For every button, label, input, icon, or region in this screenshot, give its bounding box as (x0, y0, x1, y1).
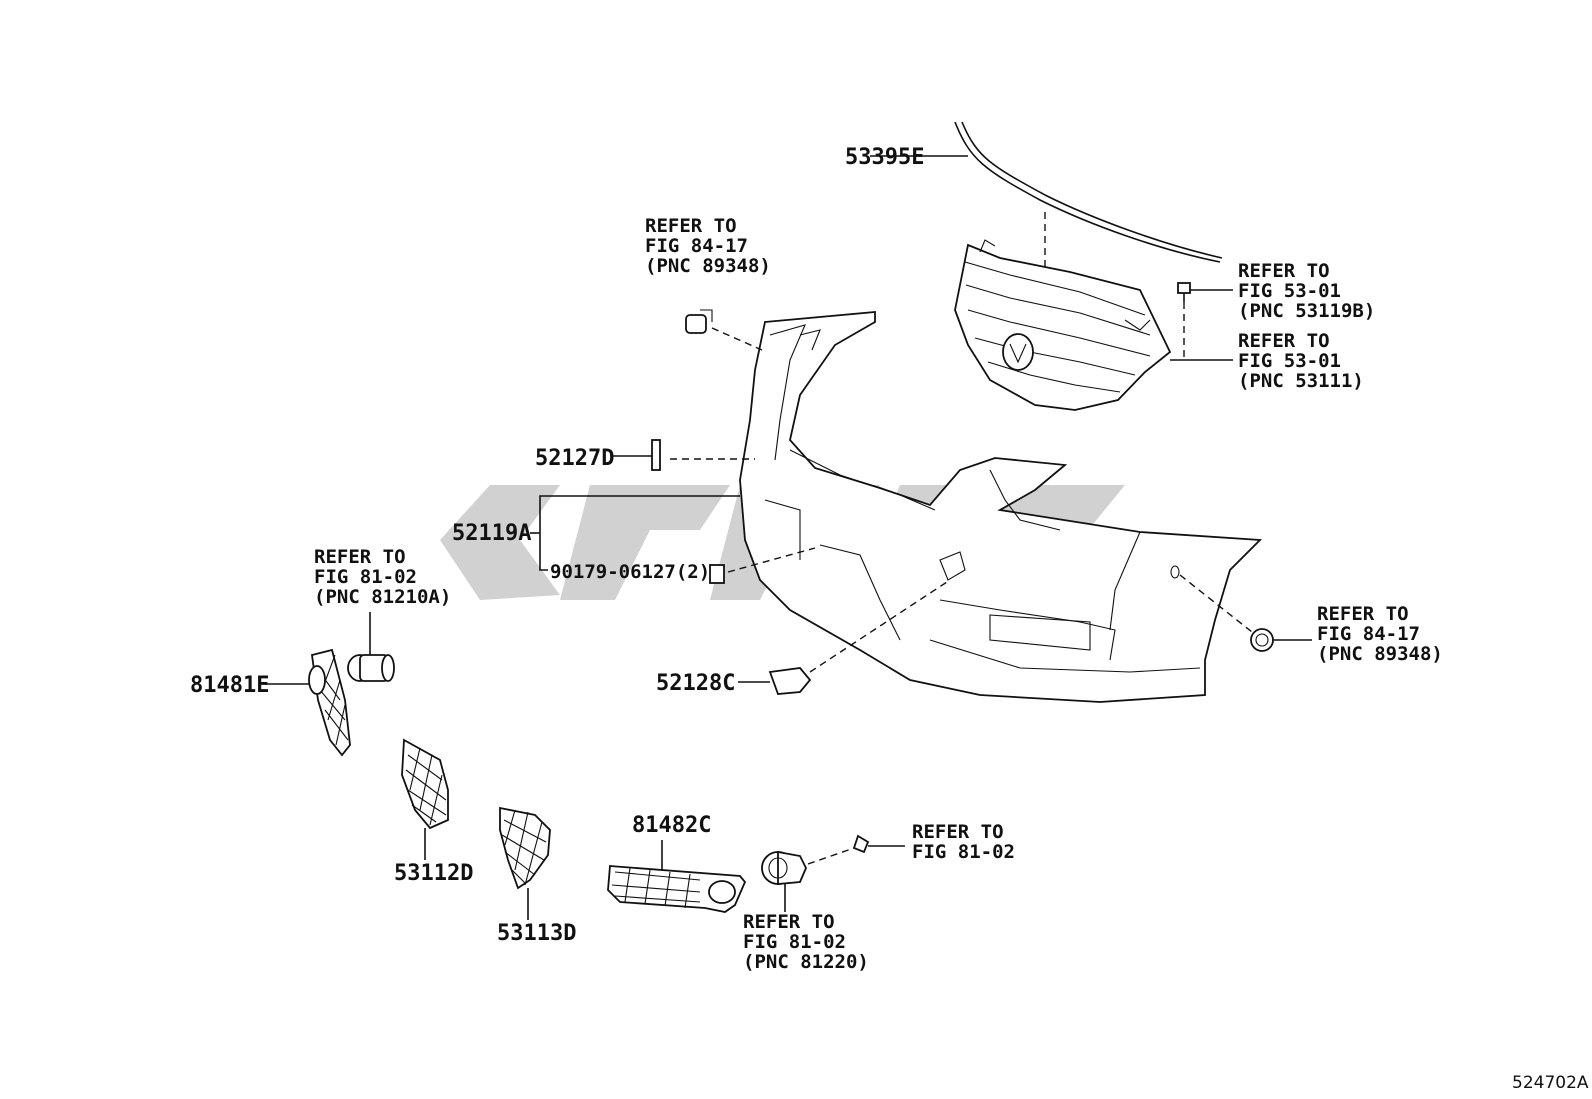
svg-text:FIG 53-01: FIG 53-01 (1238, 350, 1341, 372)
refer-fig-81-02-bolt: REFER TO FIG 81-02 (912, 821, 1015, 863)
refer-fig-53-01-grille: REFER TO FIG 53-01 (PNC 53111) (1238, 330, 1364, 392)
svg-text:(PNC 89348): (PNC 89348) (645, 255, 771, 277)
radiator-grille (954, 239, 1172, 411)
svg-text:(PNC 81210A): (PNC 81210A) (314, 586, 451, 608)
refer-fig-81-02-bottom: REFER TO FIG 81-02 (PNC 81220) (743, 911, 869, 973)
svg-text:FIG 84-17: FIG 84-17 (645, 235, 748, 257)
fog-lamp-bracket-81481e (265, 648, 351, 757)
callout-bracket-52119a (530, 495, 740, 571)
fog-lamp-socket (347, 654, 395, 682)
svg-text:FIG 81-02: FIG 81-02 (743, 931, 846, 953)
svg-text:REFER TO: REFER TO (912, 821, 1004, 843)
callout-90179-06127: 90179-06127(2) (550, 561, 710, 583)
callout-52119a: 52119A (452, 521, 531, 546)
bumper-side-bracket (685, 309, 713, 334)
fog-lamp-unit (761, 850, 807, 912)
figure-id: 524702A (1512, 1073, 1589, 1093)
lower-grille-53112d (401, 738, 449, 860)
towing-hook-cover-52128c (738, 667, 812, 695)
callout-53112d: 53112D (394, 861, 473, 886)
callout-81482c: 81482C (632, 813, 711, 838)
svg-text:FIG 81-02: FIG 81-02 (314, 566, 417, 588)
fog-lamp-cover-81482c (607, 840, 747, 913)
callout-81481e: 81481E (190, 673, 269, 698)
svg-text:FIG 53-01: FIG 53-01 (1238, 280, 1341, 302)
svg-text:REFER TO: REFER TO (314, 546, 406, 568)
svg-text:REFER TO: REFER TO (1238, 330, 1330, 352)
svg-text:FIG 84-17: FIG 84-17 (1317, 623, 1420, 645)
refer-fig-84-17-top: REFER TO FIG 84-17 (PNC 89348) (645, 215, 771, 277)
callout-52128c: 52128C (656, 671, 735, 696)
grille-screw (1177, 282, 1233, 302)
svg-text:REFER TO: REFER TO (1238, 260, 1330, 282)
svg-text:(PNC 53119B): (PNC 53119B) (1238, 300, 1375, 322)
callout-53113d: 53113D (497, 921, 576, 946)
svg-text:REFER TO: REFER TO (645, 215, 737, 237)
callout-53395e: 53395E (845, 145, 924, 170)
fog-lamp-bolt (852, 834, 905, 854)
lower-grille-53113d (499, 806, 551, 920)
refer-fig-53-01-screw: REFER TO FIG 53-01 (PNC 53119B) (1238, 260, 1375, 322)
right-parking-sensor (1250, 628, 1312, 652)
bumper-clip-90179 (709, 564, 725, 584)
svg-text:FIG 81-02: FIG 81-02 (912, 841, 1015, 863)
front-bumper-cover (739, 311, 1263, 703)
bumper-retainer-52127d (610, 439, 661, 471)
upper-molding-53395e (870, 121, 1223, 263)
refer-fig-81-02-left: REFER TO FIG 81-02 (PNC 81210A) (314, 546, 451, 608)
svg-text:REFER TO: REFER TO (1317, 603, 1409, 625)
callout-52127d: 52127D (535, 446, 614, 471)
svg-text:(PNC 53111): (PNC 53111) (1238, 370, 1364, 392)
svg-text:(PNC 81220): (PNC 81220) (743, 951, 869, 973)
refer-fig-84-17-right: REFER TO FIG 84-17 (PNC 89348) (1317, 603, 1443, 665)
svg-text:(PNC 89348): (PNC 89348) (1317, 643, 1443, 665)
svg-text:REFER TO: REFER TO (743, 911, 835, 933)
